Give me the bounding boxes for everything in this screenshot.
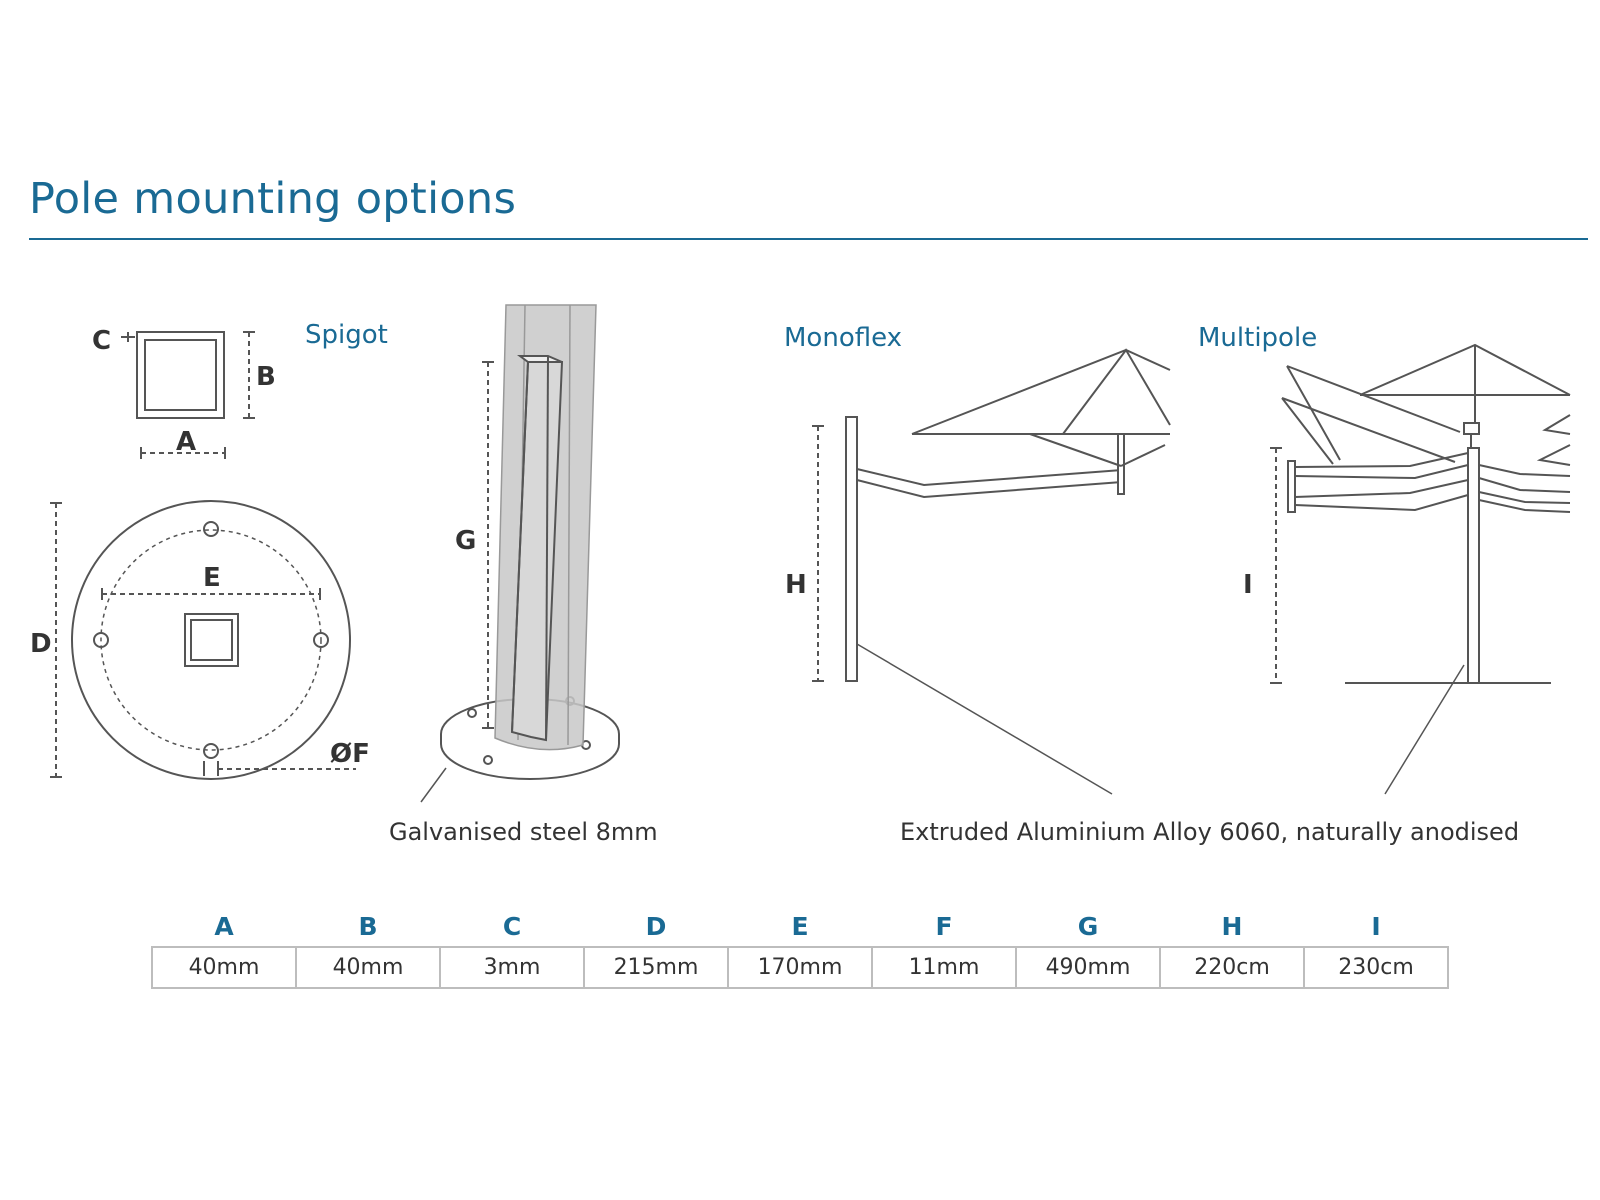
dim-label-c: C (92, 326, 111, 356)
dim-label-f: ØF (330, 739, 370, 769)
multipole-title: Multipole (1198, 323, 1317, 353)
table-header: F (935, 911, 953, 941)
galvanised-note: Galvanised steel 8mm (389, 818, 658, 846)
table-cell: 170mm (727, 946, 873, 989)
table-cell: 215mm (583, 946, 729, 989)
table-cell: 490mm (1015, 946, 1161, 989)
dim-label-b: B (256, 362, 276, 392)
table-cell: 220cm (1159, 946, 1305, 989)
table-header: C (502, 911, 522, 941)
dimensions-table: A B C D E F G H I 40mm 40mm 3mm 215mm 17… (151, 906, 1449, 989)
table-cell: 40mm (151, 946, 297, 989)
monoflex-drawing (812, 348, 1171, 795)
dim-label-i: I (1243, 570, 1253, 600)
table-cell: 40mm (295, 946, 441, 989)
table-header: H (1221, 911, 1243, 941)
table-header: I (1371, 911, 1381, 941)
dim-label-h: H (785, 570, 807, 600)
table-row: 40mm 40mm 3mm 215mm 170mm 11mm 490mm 220… (151, 946, 1449, 989)
table-header-row: A B C D E F G H I (152, 906, 1448, 947)
title-underline (29, 238, 1588, 240)
multipole-drawing (1270, 343, 1571, 795)
dim-label-e: E (203, 563, 221, 593)
monoflex-title: Monoflex (784, 323, 902, 353)
table-cell: 230cm (1303, 946, 1449, 989)
table-cell: 3mm (439, 946, 585, 989)
table-cell: 11mm (871, 946, 1017, 989)
dim-label-a: A (176, 427, 196, 457)
table-header: D (645, 911, 667, 941)
dim-label-d: D (30, 629, 52, 659)
base-plate-top-view (50, 500, 356, 780)
dim-label-g: G (455, 526, 476, 556)
page-title: Pole mounting options (29, 174, 517, 224)
spigot-3d-drawing (420, 304, 620, 803)
table-header: B (358, 911, 378, 941)
aluminium-note: Extruded Aluminium Alloy 6060, naturally… (900, 818, 1519, 846)
table-header: E (791, 911, 809, 941)
table-header: G (1077, 911, 1099, 941)
spigot-section-drawing (121, 331, 255, 459)
table-header: A (214, 911, 234, 941)
spigot-title: Spigot (305, 320, 388, 350)
